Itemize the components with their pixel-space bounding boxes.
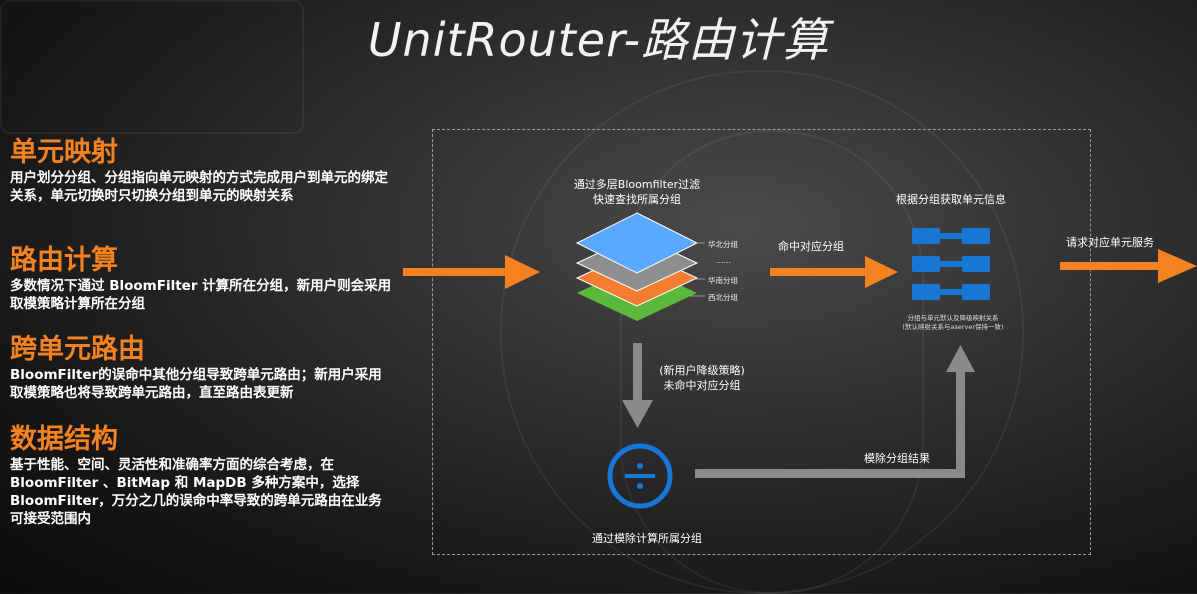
unit-info-icon bbox=[912, 228, 990, 300]
layer-label: 华北分组 bbox=[708, 240, 738, 249]
layer-label: 西北分组 bbox=[708, 293, 738, 302]
section-unit-mapping: 单元映射 用户划分分组、分组指向单元映射的方式完成用户到单元的绑定关系，单元切换… bbox=[10, 137, 395, 205]
bloom-label: 通过多层Bloomfilter过滤 快速查找所属分组 bbox=[562, 177, 712, 207]
miss-label-line2: 未命中对应分组 bbox=[663, 379, 741, 392]
page-title: UnitRouter-路由计算 bbox=[367, 13, 830, 67]
miss-label-line1: (新用户降级策略) bbox=[659, 364, 745, 377]
request-label: 请求对应单元服务 bbox=[1066, 236, 1154, 249]
result-arrow bbox=[695, 345, 975, 478]
miss-arrow bbox=[622, 343, 653, 428]
section-heading: 单元映射 bbox=[10, 137, 118, 168]
diagram-frame bbox=[432, 129, 1091, 555]
mapping-note-line2: (默认映射关系与aserver保持一致) bbox=[902, 323, 1004, 331]
modulo-result-label: 模除分组结果 bbox=[864, 452, 930, 465]
section-data-structure: 数据结构 基于性能、空间、灵活性和准确率方面的综合考虑，在BloomFilter… bbox=[10, 424, 395, 528]
output-arrow bbox=[1060, 249, 1197, 283]
unit-info-label: 根据分组获取单元信息 bbox=[896, 193, 1006, 206]
layer-label: 华南分组 bbox=[708, 276, 738, 285]
background-building bbox=[0, 0, 304, 134]
layer-label: …… bbox=[716, 256, 731, 265]
mapping-note: 分组与单元默认及降级映射关系 (默认映射关系与aserver保持一致) bbox=[888, 314, 1018, 332]
section-text: 多数情况下通过 BloomFilter 计算所在分组，新用户则会采用取模策略计算… bbox=[10, 278, 392, 312]
divide-icon bbox=[607, 443, 673, 509]
section-text: 基于性能、空间、灵活性和准确率方面的综合考虑，在BloomFilter 、Bit… bbox=[10, 457, 382, 527]
section-route-calc: 路由计算 多数情况下通过 BloomFilter 计算所在分组，新用户则会采用取… bbox=[10, 245, 395, 313]
input-arrow bbox=[403, 255, 540, 289]
section-heading: 跨单元路由 bbox=[10, 334, 145, 365]
hit-label: 命中对应分组 bbox=[778, 240, 844, 253]
miss-label: (新用户降级策略) 未命中对应分组 bbox=[652, 363, 752, 393]
modulo-label: 通过模除计算所属分组 bbox=[592, 532, 702, 545]
layer-blue bbox=[575, 212, 699, 274]
section-text: BloomFilter的误命中其他分组导致跨单元路由；新用户采用取模策略也将导致… bbox=[10, 367, 382, 401]
bloom-label-line2: 快速查找所属分组 bbox=[593, 193, 681, 206]
mapping-note-line1: 分组与单元默认及降级映射关系 bbox=[907, 314, 999, 322]
section-text: 用户划分分组、分组指向单元映射的方式完成用户到单元的绑定关系，单元切换时只切换分… bbox=[10, 170, 388, 204]
section-cross-unit: 跨单元路由 BloomFilter的误命中其他分组导致跨单元路由；新用户采用取模… bbox=[10, 334, 395, 402]
section-heading: 数据结构 bbox=[10, 424, 118, 455]
section-heading: 路由计算 bbox=[10, 245, 118, 276]
bloom-label-line1: 通过多层Bloomfilter过滤 bbox=[573, 178, 701, 191]
hit-arrow bbox=[770, 256, 898, 288]
